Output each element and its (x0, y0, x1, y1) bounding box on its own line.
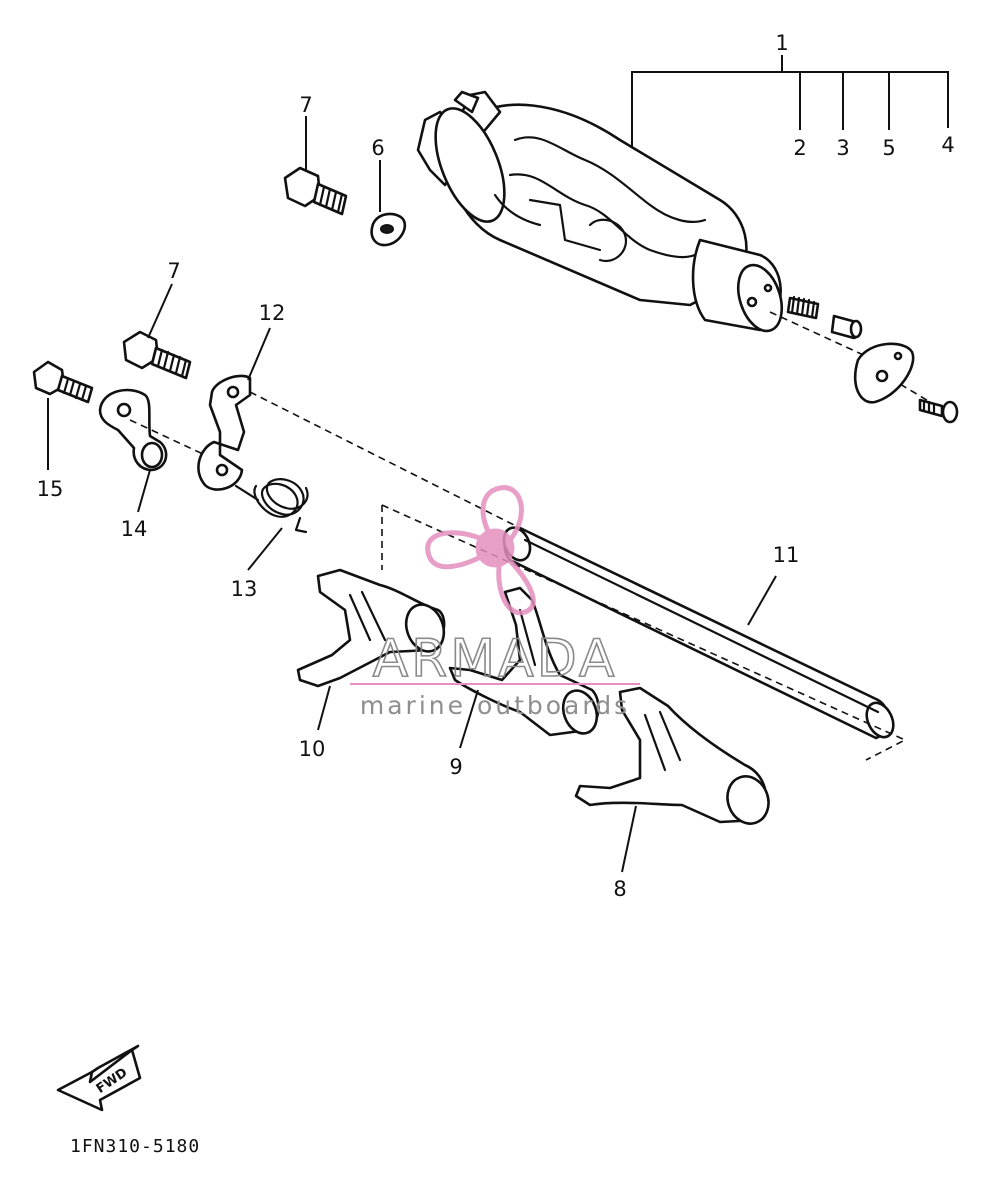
watermark-brand: ARMADA (373, 629, 618, 689)
callout-3: 3 (836, 136, 849, 160)
callout-15: 15 (37, 477, 64, 501)
shift-drum (416, 90, 784, 333)
stopper-lever (98, 388, 168, 472)
callout-12: 12 (259, 301, 286, 325)
bolt-upper (283, 166, 348, 216)
callout-leaders (47, 116, 777, 873)
callout-2: 2 (793, 136, 806, 160)
callout-11: 11 (773, 543, 800, 567)
callout-14: 14 (121, 517, 148, 541)
segment-plate (853, 342, 915, 404)
return-spring (234, 478, 309, 534)
callout-1: 1 (775, 31, 788, 55)
segment-screw (918, 398, 959, 424)
callout-7-upper: 7 (299, 93, 312, 117)
detent-pin (830, 314, 863, 340)
group-bracket-1 (631, 55, 949, 162)
washer (370, 212, 407, 247)
callout-6: 6 (371, 136, 384, 160)
callout-8: 8 (613, 877, 626, 901)
watermark-logo (425, 485, 536, 616)
callout-4: 4 (941, 133, 954, 157)
bolt-lower (122, 330, 192, 380)
callout-10: 10 (299, 737, 326, 761)
shift-fork-9 (448, 586, 600, 737)
callout-9: 9 (449, 755, 462, 779)
detent-spring (786, 295, 820, 320)
callout-13: 13 (231, 577, 258, 601)
shift-fork-10 (296, 568, 446, 688)
fwd-arrow: FWD (56, 1044, 142, 1112)
shift-arm (197, 374, 252, 491)
callout-7-lower: 7 (167, 259, 180, 283)
callout-5: 5 (882, 136, 895, 160)
shift-fork-8 (574, 686, 770, 825)
watermark-tagline: marine outboards (360, 691, 630, 720)
diagram-code: 1FN310-5180 (70, 1136, 200, 1157)
bolt-stopper (32, 360, 94, 404)
